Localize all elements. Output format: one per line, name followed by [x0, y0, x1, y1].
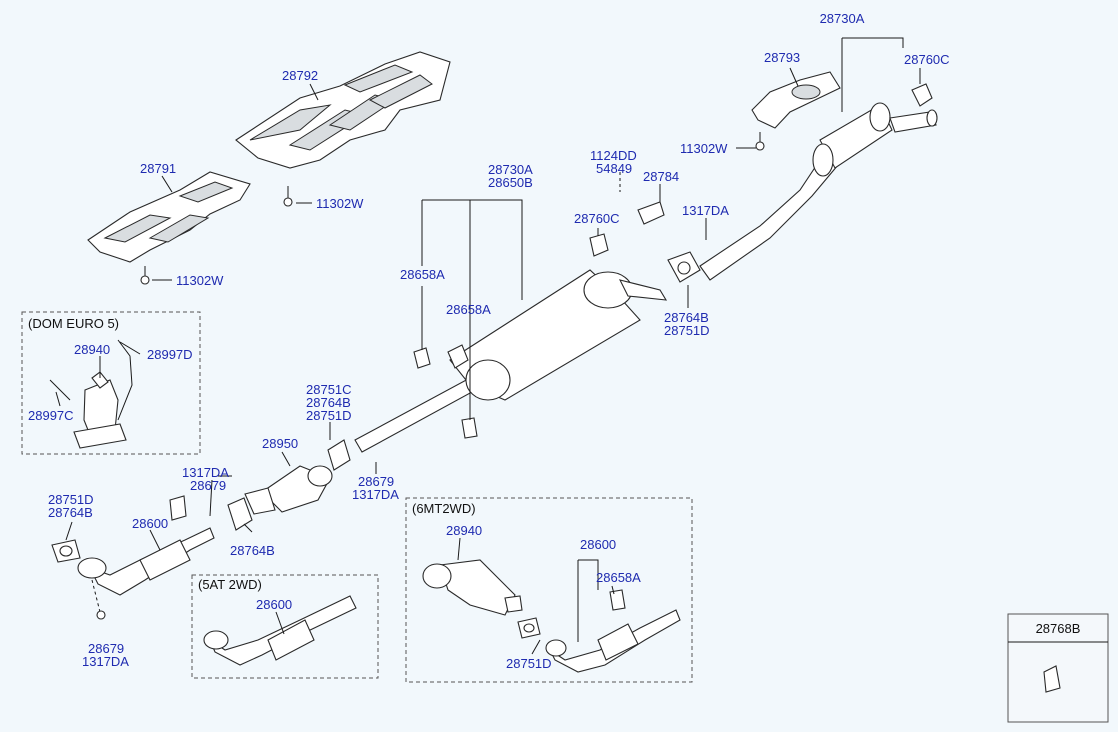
bracket-28784[interactable] — [637, 201, 665, 225]
label-1317da-bottom[interactable]: 1317DA — [82, 654, 129, 669]
label-28751d-cat[interactable]: 28751D — [306, 408, 352, 423]
heat-shield-28791[interactable] — [87, 171, 251, 263]
label-28764b-right[interactable]: 28764B — [664, 310, 709, 325]
label-28751d-left[interactable]: 28751D — [48, 492, 94, 507]
gasket-28764b-icon — [51, 251, 701, 639]
label-28600-5at[interactable]: 28600 — [256, 597, 292, 612]
label-1317da-front[interactable]: 1317DA — [182, 465, 229, 480]
rubber-hanger-icon[interactable] — [1043, 665, 1061, 693]
label-28650b[interactable]: 28650B — [488, 175, 533, 190]
label-28760c-top[interactable]: 28760C — [904, 52, 950, 67]
label-28658a-b[interactable]: 28658A — [446, 302, 491, 317]
label-28751c[interactable]: 28751C — [306, 382, 352, 397]
5at-variant-box — [191, 574, 379, 679]
front-pipe-28600-6mt[interactable] — [545, 609, 681, 673]
label-1317da-right[interactable]: 1317DA — [682, 203, 729, 218]
label-28764b-front[interactable]: 28764B — [230, 543, 275, 558]
euro5-box-title: (DOM EURO 5) — [28, 316, 119, 331]
label-28679-cat[interactable]: 28679 — [358, 474, 394, 489]
label-28679-bottom[interactable]: 28679 — [88, 641, 124, 656]
label-54849[interactable]: 54849 — [596, 161, 632, 176]
label-28730a-mid[interactable]: 28730A — [488, 162, 533, 177]
label-28730a-top[interactable]: 28730A — [820, 11, 865, 26]
label-28950[interactable]: 28950 — [262, 436, 298, 451]
label-28784[interactable]: 28784 — [643, 169, 679, 184]
label-28997c[interactable]: 28997C — [28, 408, 74, 423]
label-28751d-right[interactable]: 28751D — [664, 323, 710, 338]
catalytic-converter-28950[interactable] — [244, 465, 333, 515]
center-muffler-28650b[interactable] — [354, 269, 668, 453]
heat-shield-28792[interactable] — [235, 51, 451, 169]
label-1317da-cat[interactable]: 1317DA — [352, 487, 399, 502]
label-28940-euro5[interactable]: 28940 — [74, 342, 110, 357]
label-28600-main[interactable]: 28600 — [132, 516, 168, 531]
hanger-28760c-icon — [413, 83, 933, 611]
label-28940-6mt[interactable]: 28940 — [446, 523, 482, 538]
catalytic-converter-28940-euro5[interactable] — [49, 339, 133, 449]
label-11302w-right[interactable]: 11302W — [680, 141, 728, 156]
6mt-box-title: (6MT2WD) — [412, 501, 476, 516]
rear-muffler-28730a[interactable] — [699, 102, 938, 281]
label-28658a-6mt[interactable]: 28658A — [596, 570, 641, 585]
ref-part-number: 28768B — [1036, 621, 1081, 636]
label-28760c-mid[interactable]: 28760C — [574, 211, 620, 226]
leader-lines — [55, 37, 921, 655]
label-28658a-a[interactable]: 28658A — [400, 267, 445, 282]
label-28793[interactable]: 28793 — [764, 50, 800, 65]
label-11302w-left[interactable]: 11302W — [176, 273, 224, 288]
label-1124dd[interactable]: 1124DD — [590, 148, 637, 163]
bolt-11302w-icon — [140, 132, 765, 285]
5at-box-title: (5AT 2WD) — [198, 577, 262, 592]
label-11302w-mid[interactable]: 11302W — [316, 196, 364, 211]
euro5-variant-box — [21, 311, 201, 455]
6mt-variant-box — [405, 497, 693, 683]
label-28679-front[interactable]: 28679 — [190, 478, 226, 493]
front-pipe-28600[interactable] — [77, 495, 215, 596]
label-28792[interactable]: 28792 — [282, 68, 318, 83]
label-28764b-cat[interactable]: 28764B — [306, 395, 351, 410]
label-28791[interactable]: 28791 — [140, 161, 176, 176]
label-28997d[interactable]: 28997D — [147, 347, 193, 362]
part-labels: 28730A 28793 28760C 11302W 28792 11302W … — [28, 11, 950, 671]
label-28751d-6mt[interactable]: 28751D — [506, 656, 552, 671]
catalytic-converter-28940-6mt[interactable] — [422, 559, 523, 616]
label-28600-6mt[interactable]: 28600 — [580, 537, 616, 552]
ref-part-box — [1007, 613, 1109, 723]
label-28764b-left[interactable]: 28764B — [48, 505, 93, 520]
heat-shield-28793[interactable] — [751, 71, 841, 129]
